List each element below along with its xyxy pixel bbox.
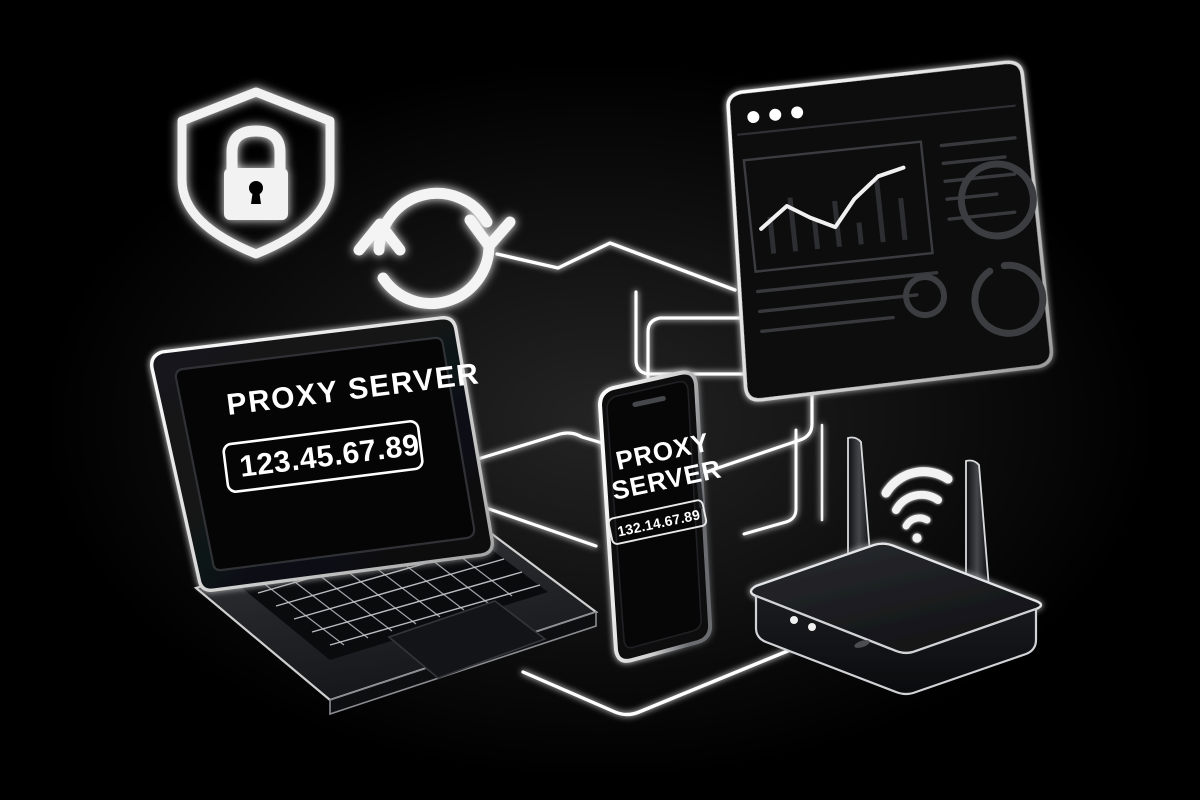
connector-router-stub [742,428,798,536]
padlock-keyhole [249,181,263,195]
router-front-face [754,594,1038,696]
dashboard-text-lines-right [939,136,1017,221]
padlock-icon [224,125,288,220]
wifi-icon [881,467,953,543]
phone-screen [606,380,702,649]
side-button[interactable] [694,463,704,509]
phone-ip-box [607,499,708,545]
earpiece-speaker [632,395,666,408]
connector-phone-stem [646,316,808,382]
connector-laptop-to-phone [453,431,702,474]
analytics-chart-panel[interactable] [742,140,934,273]
status-led-2 [808,623,816,631]
smartphone-device[interactable]: PROXY SERVER 132.14.67.89 [597,370,724,663]
donut-gauge-partial[interactable] [971,261,1047,337]
status-led-1 [790,616,798,624]
dashboard-window-frame [726,60,1054,402]
sync-arrow-up [353,218,406,256]
laptop-screen-bezel [174,336,476,572]
window-dot-close[interactable] [747,110,760,124]
laptop-device[interactable]: PROXY SERVER 123.45.67.89 [150,316,599,716]
connector-sync-to-dashboard [495,241,737,292]
wifi-arc-outer [881,467,953,498]
shield-lock-icon [177,87,335,259]
dashboard-text-lines-left [755,271,939,334]
sync-arc-bottom [377,242,495,310]
window-dot-minimize[interactable] [769,108,782,121]
wifi-arc-middle [892,490,942,514]
titlebar-divider [737,104,1016,136]
window-dot-maximize[interactable] [791,106,804,119]
chart-line-series [759,165,906,231]
padlock-shackle [226,125,286,178]
window-controls[interactable] [747,106,804,124]
laptop-lid[interactable]: PROXY SERVER 123.45.67.89 [150,316,494,592]
padlock-keyhole-slot [251,190,261,204]
shield-outline [177,87,335,259]
wifi-dot [912,533,922,543]
front-port [854,640,870,648]
sync-arrow-down [464,214,516,252]
wifi-router-device[interactable] [749,436,1043,696]
chart-panel-border [742,140,934,273]
laptop-ip-box [222,420,424,493]
donut-gauge-small[interactable] [903,274,948,319]
connector-bottom-v [521,648,792,717]
trackpad[interactable] [387,600,547,679]
wifi-arc-inner [902,514,931,530]
donut-gauge-large[interactable] [957,160,1037,240]
browser-dashboard-window[interactable] [715,60,1054,402]
sync-refresh-icon [353,187,516,310]
